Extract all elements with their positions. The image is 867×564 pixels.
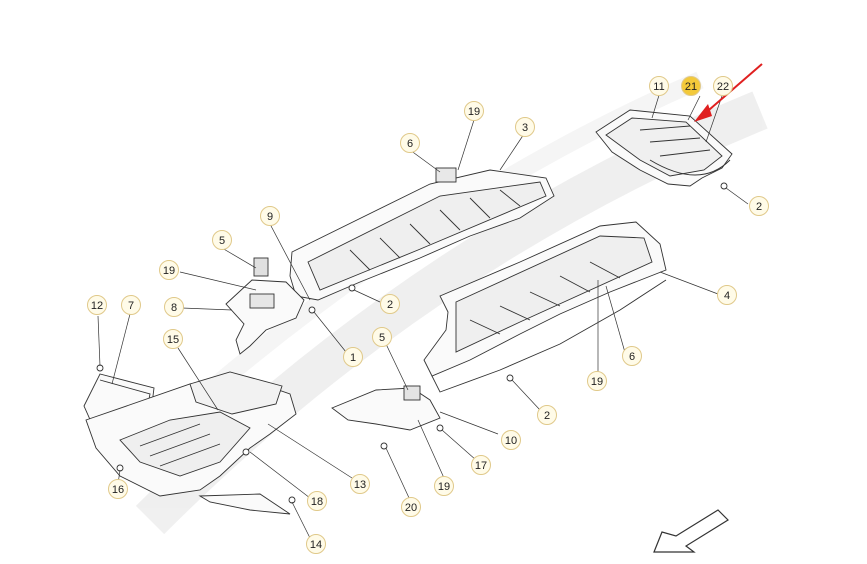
callout-circle: [515, 117, 535, 137]
callout-6: 6: [622, 346, 642, 366]
callout-19: 19: [159, 260, 179, 280]
callout-text: 22: [717, 81, 729, 93]
callout-text: 8: [171, 302, 177, 314]
callout-circle: [681, 76, 701, 96]
callout-text: 16: [112, 484, 124, 496]
callout-19: 19: [464, 101, 484, 121]
callout-text: 2: [756, 201, 762, 213]
callout-13: 13: [350, 474, 370, 494]
callout-circle: [587, 371, 607, 391]
callout-text: 9: [267, 211, 273, 223]
callout-text: 1: [350, 352, 356, 364]
callout-text: 5: [379, 332, 385, 344]
callout-circle: [260, 206, 280, 226]
callout-6: 6: [400, 133, 420, 153]
callout-text: 17: [475, 460, 487, 472]
callout-circle: [471, 455, 491, 475]
callout-text: 6: [629, 351, 635, 363]
callout-circle: [350, 474, 370, 494]
callout-text: 2: [544, 410, 550, 422]
callout-22: 22: [713, 76, 733, 96]
callout-15: 15: [163, 329, 183, 349]
callout-20: 20: [401, 497, 421, 517]
leader-lines: [97, 91, 749, 539]
callout-circle: [434, 476, 454, 496]
callout-text: 6: [407, 138, 413, 150]
callout-circle: [87, 295, 107, 315]
callout-16: 16: [108, 479, 128, 499]
callout-9: 9: [260, 206, 280, 226]
callout-text: 3: [522, 122, 528, 134]
left-bracket-part: [225, 257, 305, 355]
callout-2: 2: [537, 405, 557, 425]
callout-7: 7: [121, 295, 141, 315]
callout-4: 4: [717, 285, 737, 305]
callout-text: 2: [387, 299, 393, 311]
callout-text: 13: [354, 479, 366, 491]
callout-19: 19: [434, 476, 454, 496]
direction-arrow: [653, 509, 729, 553]
callout-circle: [717, 285, 737, 305]
callout-circle: [163, 329, 183, 349]
callout-17: 17: [471, 455, 491, 475]
callout-18: 18: [307, 491, 327, 511]
callout-text: 7: [128, 300, 134, 312]
callout-circle: [622, 346, 642, 366]
callout-circle: [380, 294, 400, 314]
callout-circle: [401, 497, 421, 517]
callout-circle: [464, 101, 484, 121]
fasteners: [96, 182, 728, 504]
callout-circle: [108, 479, 128, 499]
callout-text: 15: [167, 334, 179, 346]
callout-19: 19: [587, 371, 607, 391]
callout-5: 5: [212, 230, 232, 250]
callout-text: 11: [653, 81, 664, 93]
callout-circle: [164, 297, 184, 317]
callout-circle: [501, 430, 521, 450]
callout-text: 19: [438, 481, 450, 493]
callout-circle: [121, 295, 141, 315]
callout-text: 12: [91, 300, 103, 312]
callout-text: 20: [405, 502, 417, 514]
callout-circle: [749, 196, 769, 216]
callout-1: 1: [343, 347, 363, 367]
callout-8: 8: [164, 297, 184, 317]
callout-circle: [343, 347, 363, 367]
callout-12: 12: [87, 295, 107, 315]
rear-tray-part: [595, 109, 733, 187]
callout-14: 14: [306, 534, 326, 554]
callout-circle: [159, 260, 179, 280]
callout-text: 21: [685, 81, 697, 93]
callout-text: 14: [310, 539, 322, 551]
callout-text: 5: [219, 235, 225, 247]
callout-circle: [537, 405, 557, 425]
callout-5: 5: [372, 327, 392, 347]
callout-3: 3: [515, 117, 535, 137]
center-large-panel: [423, 221, 667, 393]
callout-text: 4: [724, 290, 730, 302]
callout-2: 2: [380, 294, 400, 314]
callout-text: 19: [163, 265, 175, 277]
callout-text: 19: [591, 376, 603, 388]
callout-text: 19: [468, 106, 480, 118]
callout-circle: [307, 491, 327, 511]
lower-middle-bracket: [331, 385, 441, 431]
callout-circle: [400, 133, 420, 153]
callout-circle: [713, 76, 733, 96]
callout-circle: [649, 76, 669, 96]
callout-11: 11: [649, 76, 669, 96]
callout-10: 10: [501, 430, 521, 450]
lower-front-tray: [85, 371, 297, 515]
callout-2: 2: [749, 196, 769, 216]
callout-circle: [212, 230, 232, 250]
callout-circle: [306, 534, 326, 554]
callout-21: 21: [681, 76, 701, 96]
callout-circle: [372, 327, 392, 347]
callout-text: 18: [311, 496, 323, 508]
callout-text: 10: [505, 435, 517, 447]
